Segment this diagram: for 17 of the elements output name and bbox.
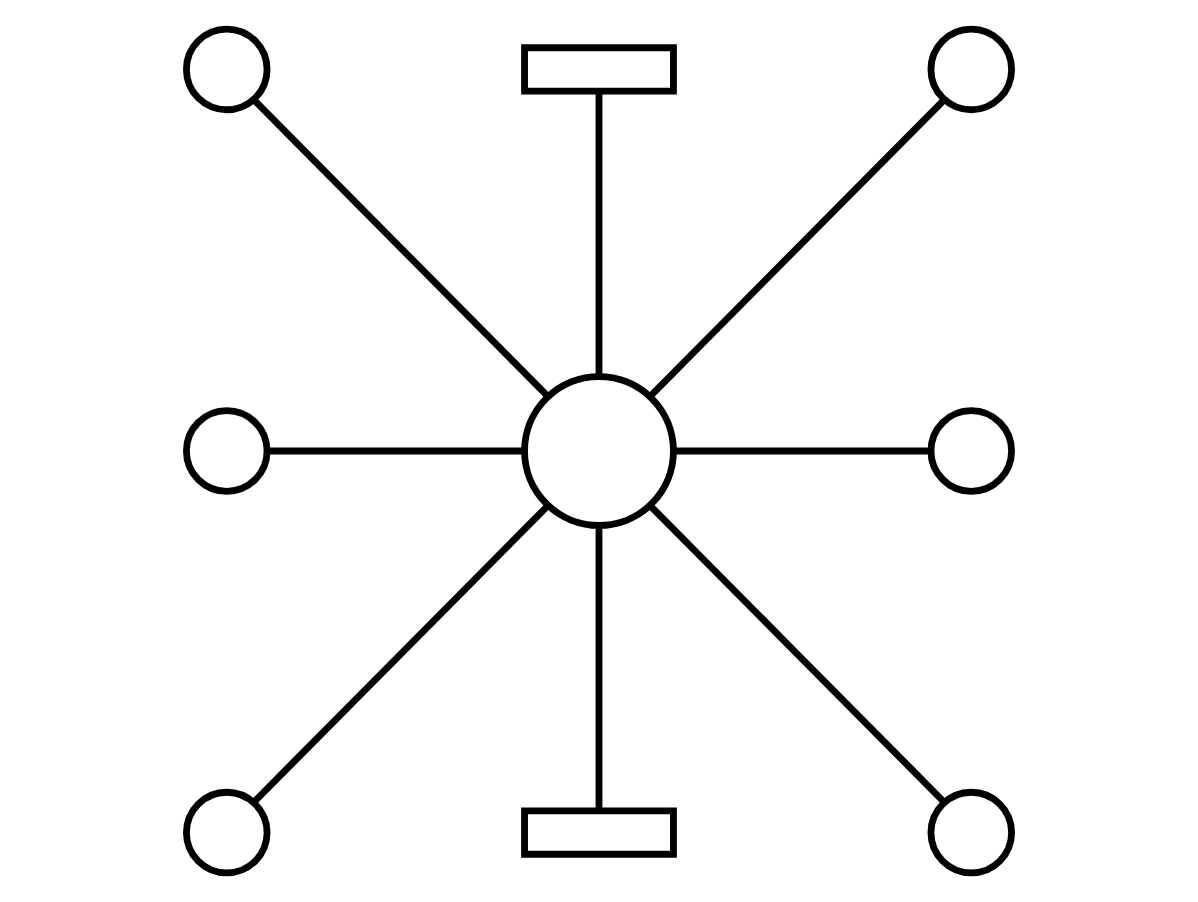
connector: [252, 98, 550, 399]
connector: [648, 98, 946, 399]
node-box: [521, 44, 677, 95]
node-circle: [183, 788, 271, 877]
connector: [595, 525, 603, 811]
node-circle: [927, 25, 1015, 114]
connector: [648, 503, 947, 805]
node-circle: [183, 25, 271, 114]
connector: [251, 503, 550, 805]
node-circle: [183, 407, 271, 495]
connector: [267, 447, 524, 455]
node-circle: [927, 407, 1015, 495]
connector: [595, 91, 603, 377]
node-circle: [927, 788, 1015, 877]
connector: [674, 447, 931, 455]
node-circle: [521, 373, 677, 529]
node-box: [521, 807, 677, 858]
